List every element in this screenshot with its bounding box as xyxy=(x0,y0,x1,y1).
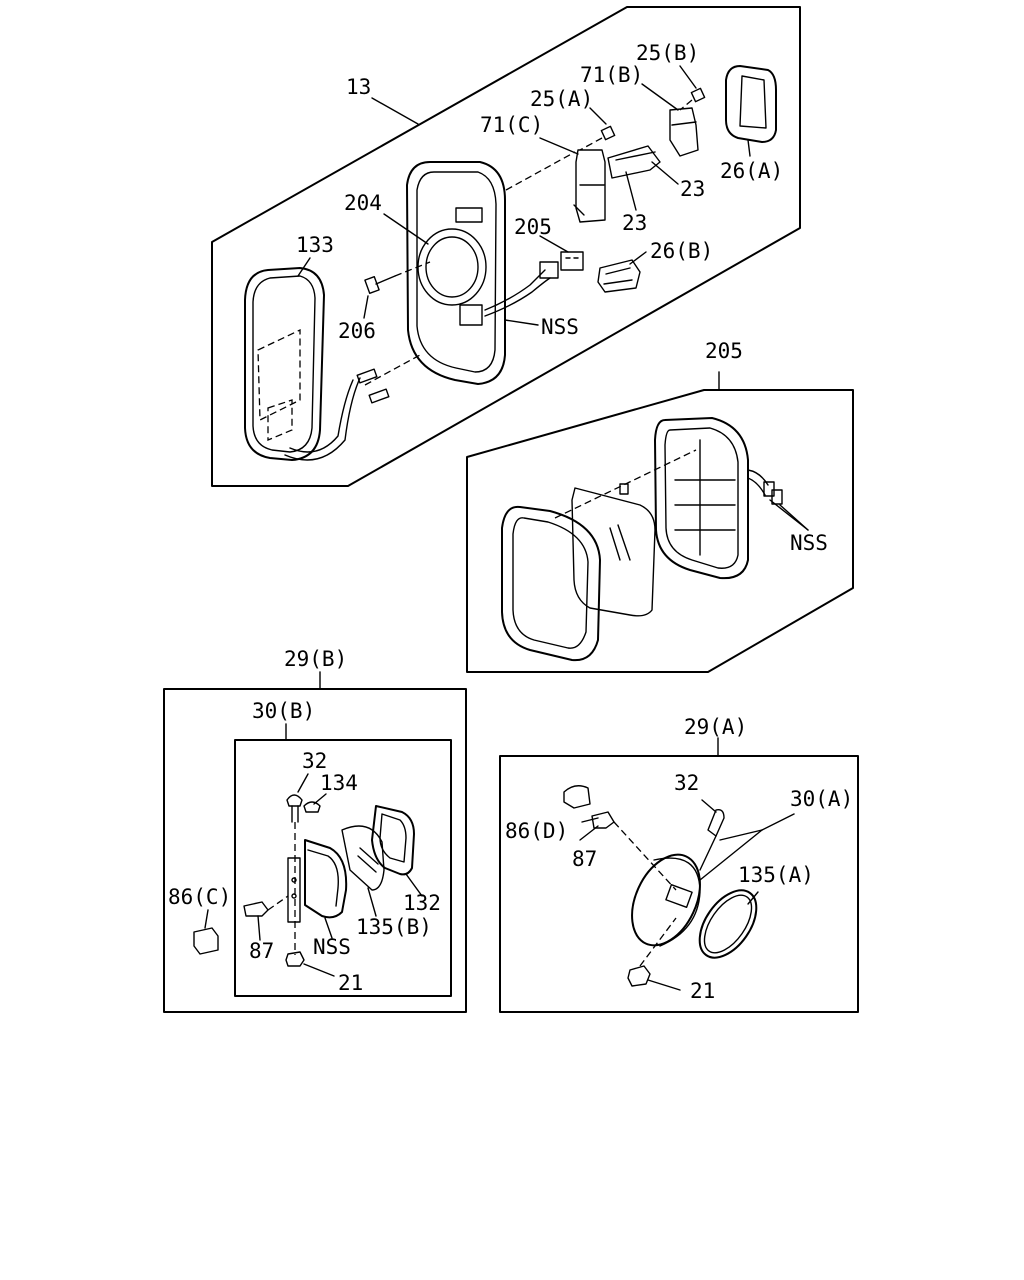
label-26a: 26(A) xyxy=(720,159,783,183)
label-23-left: 23 xyxy=(622,211,647,235)
label-205-upper: 205 xyxy=(514,215,552,239)
screw-32-a xyxy=(699,808,725,871)
nut-21-a xyxy=(627,965,651,987)
label-71b: 71(B) xyxy=(580,63,643,87)
label-205-lamp: 205 xyxy=(705,339,743,363)
lamp-housing xyxy=(654,417,749,580)
rim-132 xyxy=(371,805,415,876)
label-135a: 135(A) xyxy=(738,863,814,887)
lamp-lens-frame xyxy=(501,505,601,662)
lamp-205-frame xyxy=(466,389,854,673)
side-lamp-housing xyxy=(304,839,348,919)
label-26b: 26(B) xyxy=(650,239,713,263)
screw-206 xyxy=(364,261,431,294)
side-lamp-housing-a xyxy=(631,853,701,947)
screw-25b xyxy=(679,87,706,111)
bracket-26b xyxy=(597,259,641,293)
clip-87-a xyxy=(591,811,615,829)
clip-71b xyxy=(669,107,699,157)
screw-25a xyxy=(579,125,616,151)
ring-135a xyxy=(698,889,758,959)
label-32-right: 32 xyxy=(674,771,699,795)
bracket-plate xyxy=(287,857,301,923)
label-23-right: 23 xyxy=(680,177,705,201)
label-133: 133 xyxy=(296,233,334,257)
side-lamp-29a-frame xyxy=(499,755,859,1013)
label-nss-left: NSS xyxy=(313,935,351,959)
label-13: 13 xyxy=(346,75,371,99)
label-132: 132 xyxy=(403,891,441,915)
label-nss-lamp: NSS xyxy=(790,531,828,555)
label-87-right: 87 xyxy=(572,847,597,871)
label-29b: 29(B) xyxy=(284,647,347,671)
side-lamp-29b-panel xyxy=(163,671,467,1013)
label-87-left: 87 xyxy=(249,939,274,963)
clip-87-b xyxy=(243,901,269,917)
label-206: 206 xyxy=(338,319,376,343)
cover-26a xyxy=(725,65,777,143)
lamp-wire xyxy=(747,469,769,486)
label-86d: 86(D) xyxy=(505,819,568,843)
mirror-assembly-frame xyxy=(211,6,801,487)
side-lamp-29a-panel xyxy=(499,737,859,1013)
label-134: 134 xyxy=(320,771,358,795)
grommet-134 xyxy=(303,801,321,813)
label-32-left: 32 xyxy=(302,749,327,773)
callout-labels: 13 133 204 206 205 NSS 71(C) 25(A) 71(B)… xyxy=(168,41,853,1003)
connector-205 xyxy=(484,251,584,317)
label-25b: 25(B) xyxy=(636,41,699,65)
grommet-23 xyxy=(607,145,661,179)
label-71c: 71(C) xyxy=(480,113,543,137)
label-30b: 30(B) xyxy=(252,699,315,723)
cap-86d xyxy=(563,785,591,809)
screw-32-b xyxy=(286,794,303,823)
mirror-assembly-panel xyxy=(211,6,801,487)
label-nss-upper: NSS xyxy=(541,315,579,339)
mirror-housing-13 xyxy=(356,151,576,404)
mirror-glass-133 xyxy=(244,267,361,461)
nut-21-b xyxy=(285,951,305,967)
label-25a: 25(A) xyxy=(530,87,593,111)
lamp-bulb xyxy=(619,483,629,495)
lamp-lens xyxy=(571,487,656,617)
label-204: 204 xyxy=(344,191,382,215)
label-21-right: 21 xyxy=(690,979,715,1003)
label-21-left: 21 xyxy=(338,971,363,995)
side-lamp-30b-frame xyxy=(234,739,452,997)
label-135b: 135(B) xyxy=(356,915,432,939)
cap-86c xyxy=(193,927,219,955)
clip-71c xyxy=(573,149,606,223)
label-86c: 86(C) xyxy=(168,885,231,909)
side-lamp-29b-frame xyxy=(163,688,467,1013)
lens-135b xyxy=(341,825,385,891)
label-29a: 29(A) xyxy=(684,715,747,739)
lamp-205-panel xyxy=(466,371,854,673)
label-30a: 30(A) xyxy=(790,787,853,811)
